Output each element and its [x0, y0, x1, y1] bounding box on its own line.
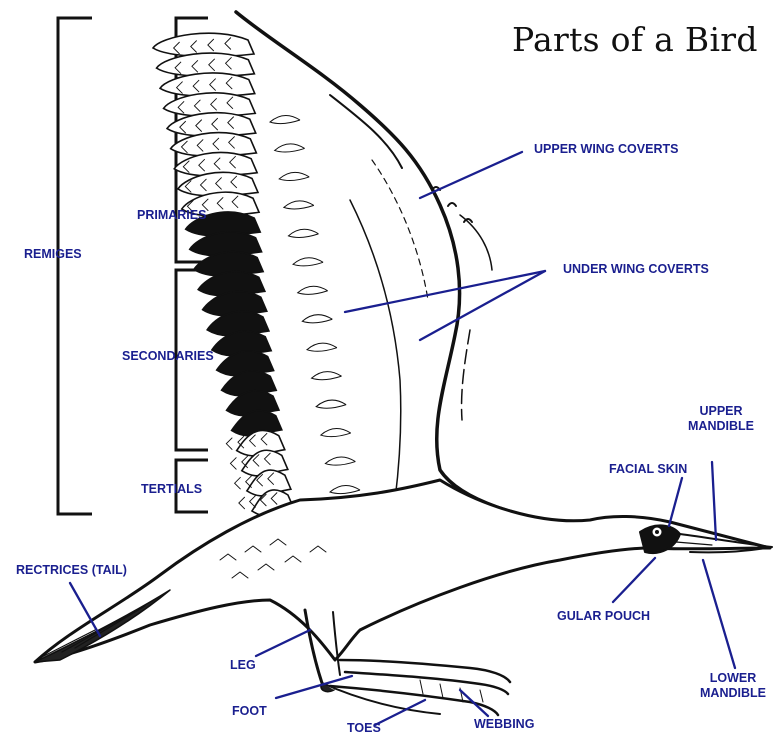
leader-upper-mandible — [712, 462, 716, 540]
covert-feather — [275, 144, 305, 152]
bird-body — [35, 480, 772, 715]
feather-barb — [226, 438, 232, 450]
leader-lines — [70, 152, 735, 725]
leader-lower-mandible — [703, 560, 735, 668]
leader-leg — [256, 630, 310, 656]
covert-feather — [279, 172, 309, 180]
wing-feathers — [153, 33, 360, 516]
label-facial-skin: FACIAL SKIN — [609, 462, 687, 477]
covert-feather — [330, 485, 360, 493]
label-gular-pouch: GULAR POUCH — [557, 609, 650, 624]
leader-facial-skin — [669, 478, 682, 526]
label-upper-mandible-line1: UPPER — [686, 404, 756, 419]
covert-feather — [325, 457, 355, 465]
covert-feather — [288, 229, 318, 237]
covert-feather — [270, 115, 300, 123]
label-lower-mandible-line2: MANDIBLE — [697, 686, 769, 701]
covert-feather — [293, 258, 323, 266]
label-secondaries: SECONDARIES — [122, 349, 214, 364]
leader-under-wing-coverts-b — [420, 271, 545, 340]
leader-webbing — [460, 690, 488, 716]
feather-barb — [230, 457, 236, 469]
label-toes: TOES — [347, 721, 381, 736]
label-upper-wing-coverts: UPPER WING COVERTS — [534, 142, 678, 157]
covert-feather — [316, 400, 346, 408]
label-lower-mandible: LOWER MANDIBLE — [697, 671, 769, 701]
label-rectrices: RECTRICES (TAIL) — [16, 563, 127, 578]
covert-feather — [321, 429, 351, 437]
leader-upper-wing-coverts — [420, 152, 522, 198]
covert-feather — [284, 201, 314, 209]
label-lower-mandible-line1: LOWER — [697, 671, 769, 686]
leader-under-wing-coverts-a — [345, 271, 545, 312]
label-under-wing-coverts: UNDER WING COVERTS — [563, 262, 709, 277]
covert-feather — [302, 315, 332, 323]
remiges-bracket — [58, 18, 92, 514]
covert-feather — [312, 372, 342, 380]
feather-barb — [235, 477, 241, 489]
diagram-title: Parts of a Bird — [512, 20, 758, 59]
label-primaries: PRIMARIES — [137, 208, 206, 223]
label-upper-mandible: UPPER MANDIBLE — [686, 404, 756, 434]
label-foot: FOOT — [232, 704, 267, 719]
covert-feather — [307, 343, 337, 351]
feather-barb — [239, 497, 245, 509]
label-upper-mandible-line2: MANDIBLE — [686, 419, 756, 434]
label-tertials: TERTIALS — [141, 482, 202, 497]
label-webbing: WEBBING — [474, 717, 534, 732]
covert-feather — [298, 286, 328, 294]
label-leg: LEG — [230, 658, 256, 673]
label-remiges: REMIGES — [24, 247, 82, 262]
leader-gular-pouch — [613, 558, 655, 602]
